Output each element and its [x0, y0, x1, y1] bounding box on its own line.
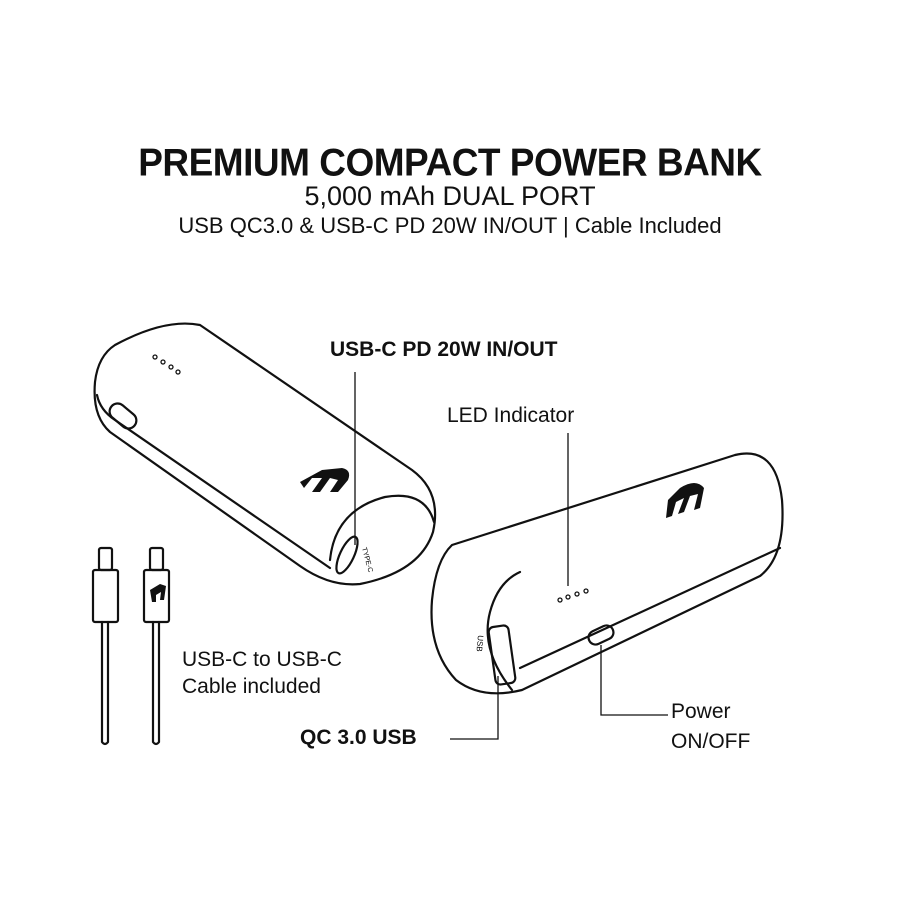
power-bank-left: TYPE-C: [93, 322, 437, 586]
led-dots-icon: [152, 354, 181, 375]
led-indicator-callout: LED Indicator: [447, 404, 575, 427]
product-subtitle: 5,000 mAh DUAL PORT: [304, 181, 596, 211]
qc-leader-line: [450, 676, 499, 740]
power-button-icon: [587, 624, 615, 646]
usb-c-port-icon: [335, 535, 359, 575]
power-callout-line1: Power: [671, 700, 731, 723]
typec-port-label: TYPE-C: [360, 547, 373, 574]
usb-c-cable: [91, 546, 171, 746]
usb-a-port-icon: [487, 624, 517, 686]
power-button-icon: [108, 402, 138, 430]
cable-callout-line2: Cable included: [182, 675, 321, 698]
power-leader-line: [600, 645, 668, 716]
product-features: USB QC3.0 & USB-C PD 20W IN/OUT | Cable …: [178, 213, 722, 238]
usbc-port-callout: USB-C PD 20W IN/OUT: [330, 338, 558, 361]
led-dots-icon: [557, 588, 589, 603]
brand-logo-icon: [300, 468, 350, 492]
power-callout-line2: ON/OFF: [671, 730, 751, 753]
product-title: PREMIUM COMPACT POWER BANK: [138, 140, 762, 184]
qc-usb-callout: QC 3.0 USB: [300, 726, 417, 749]
brand-logo-icon: [666, 483, 704, 518]
power-bank-right: USB: [430, 452, 784, 695]
cable-callout-line1: USB-C to USB-C: [182, 648, 342, 671]
usb-port-label: USB: [475, 635, 485, 652]
